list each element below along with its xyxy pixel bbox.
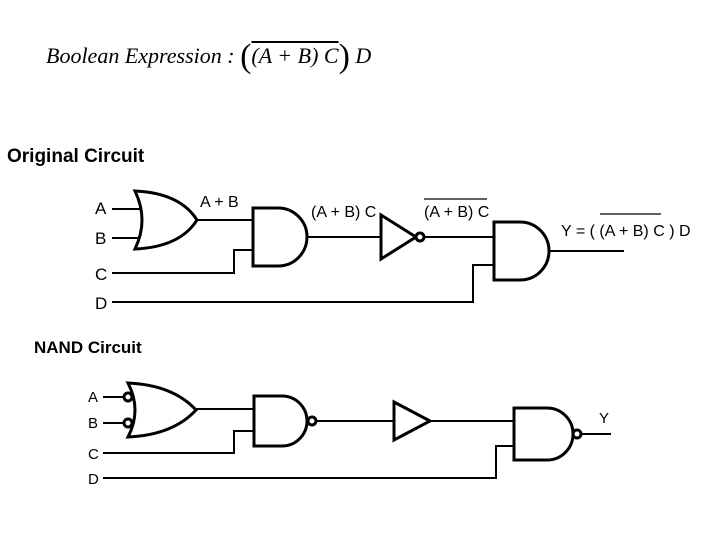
and-gate bbox=[251, 206, 309, 268]
nand-input-bubble-b bbox=[122, 417, 134, 429]
label-not-out: (A + B) C bbox=[424, 204, 489, 221]
expression-open-paren: ( bbox=[240, 38, 252, 75]
or-gate bbox=[132, 189, 199, 251]
expression-inner: (A + B) C bbox=[251, 43, 339, 68]
nand-input-c: C bbox=[88, 446, 99, 463]
nand-gate-1-bubble bbox=[306, 415, 318, 427]
nand-input-b: B bbox=[88, 415, 98, 432]
nand-wire-d bbox=[103, 445, 514, 479]
nand-gate-1 bbox=[252, 394, 309, 448]
original-circuit-heading: Original Circuit bbox=[7, 146, 145, 167]
expression-close-paren: ) bbox=[338, 38, 350, 75]
label-y-output: Y = ( (A + B) C ) D bbox=[561, 223, 691, 240]
buffer-gate bbox=[392, 399, 434, 443]
nand-output-y: Y bbox=[599, 410, 609, 427]
not-bubble bbox=[414, 231, 426, 243]
nand-circuit-heading: NAND Circuit bbox=[34, 338, 142, 357]
boolean-expression: Boolean Expression : ((A + B) C) D bbox=[46, 38, 371, 76]
nand-or-gate bbox=[125, 381, 199, 439]
nand-gate-2-bubble bbox=[571, 428, 583, 440]
wire-d bbox=[112, 264, 494, 303]
original-circuit: A B C D A + B (A + B) C (A + B) C Y = ( … bbox=[95, 189, 691, 313]
nand-input-a: A bbox=[88, 389, 98, 406]
label-y-suffix: ) D bbox=[665, 223, 691, 240]
final-and-gate bbox=[492, 220, 551, 282]
original-input-a: A bbox=[95, 199, 107, 218]
not-gate bbox=[379, 212, 419, 262]
nand-input-bubble-a bbox=[122, 391, 134, 403]
label-y-over: (A + B) C bbox=[599, 223, 664, 240]
label-y-prefix: Y = ( bbox=[561, 223, 599, 240]
nand-input-d: D bbox=[88, 471, 99, 488]
expression-label: Boolean Expression : bbox=[46, 43, 235, 68]
nand-gate-2 bbox=[512, 406, 575, 462]
original-input-d: D bbox=[95, 294, 107, 313]
original-input-b: B bbox=[95, 229, 106, 248]
nand-wire-c bbox=[103, 430, 254, 454]
nand-circuit: A B C D Y bbox=[88, 381, 611, 488]
wire-c bbox=[112, 249, 253, 274]
expression-tail: D bbox=[349, 43, 372, 68]
original-input-c: C bbox=[95, 265, 107, 284]
label-or-out: A + B bbox=[200, 194, 239, 211]
label-and-out: (A + B) C bbox=[311, 204, 376, 221]
